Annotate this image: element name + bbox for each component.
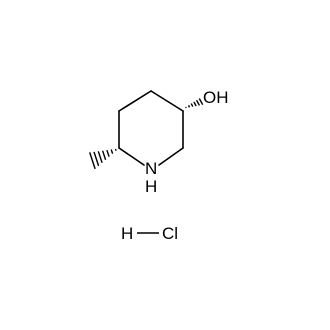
- ring-bonds: [118, 90, 184, 166]
- hashed-wedge-methyl: [89, 148, 117, 170]
- bond-c4-c5: [118, 90, 152, 112]
- bond-n-c2: [158, 147, 184, 166]
- salt-chlorine-label: Cl: [162, 224, 178, 243]
- salt-hydrogen-label: H: [121, 224, 133, 243]
- amine-hydrogen-label: H: [145, 177, 157, 196]
- nitrogen-label: N: [145, 159, 157, 178]
- bond-c6-n: [118, 147, 145, 166]
- bond-c3-c4: [150, 90, 184, 112]
- hashed-wedge-oh: [185, 98, 204, 109]
- hydroxyl-label: OH: [203, 88, 229, 107]
